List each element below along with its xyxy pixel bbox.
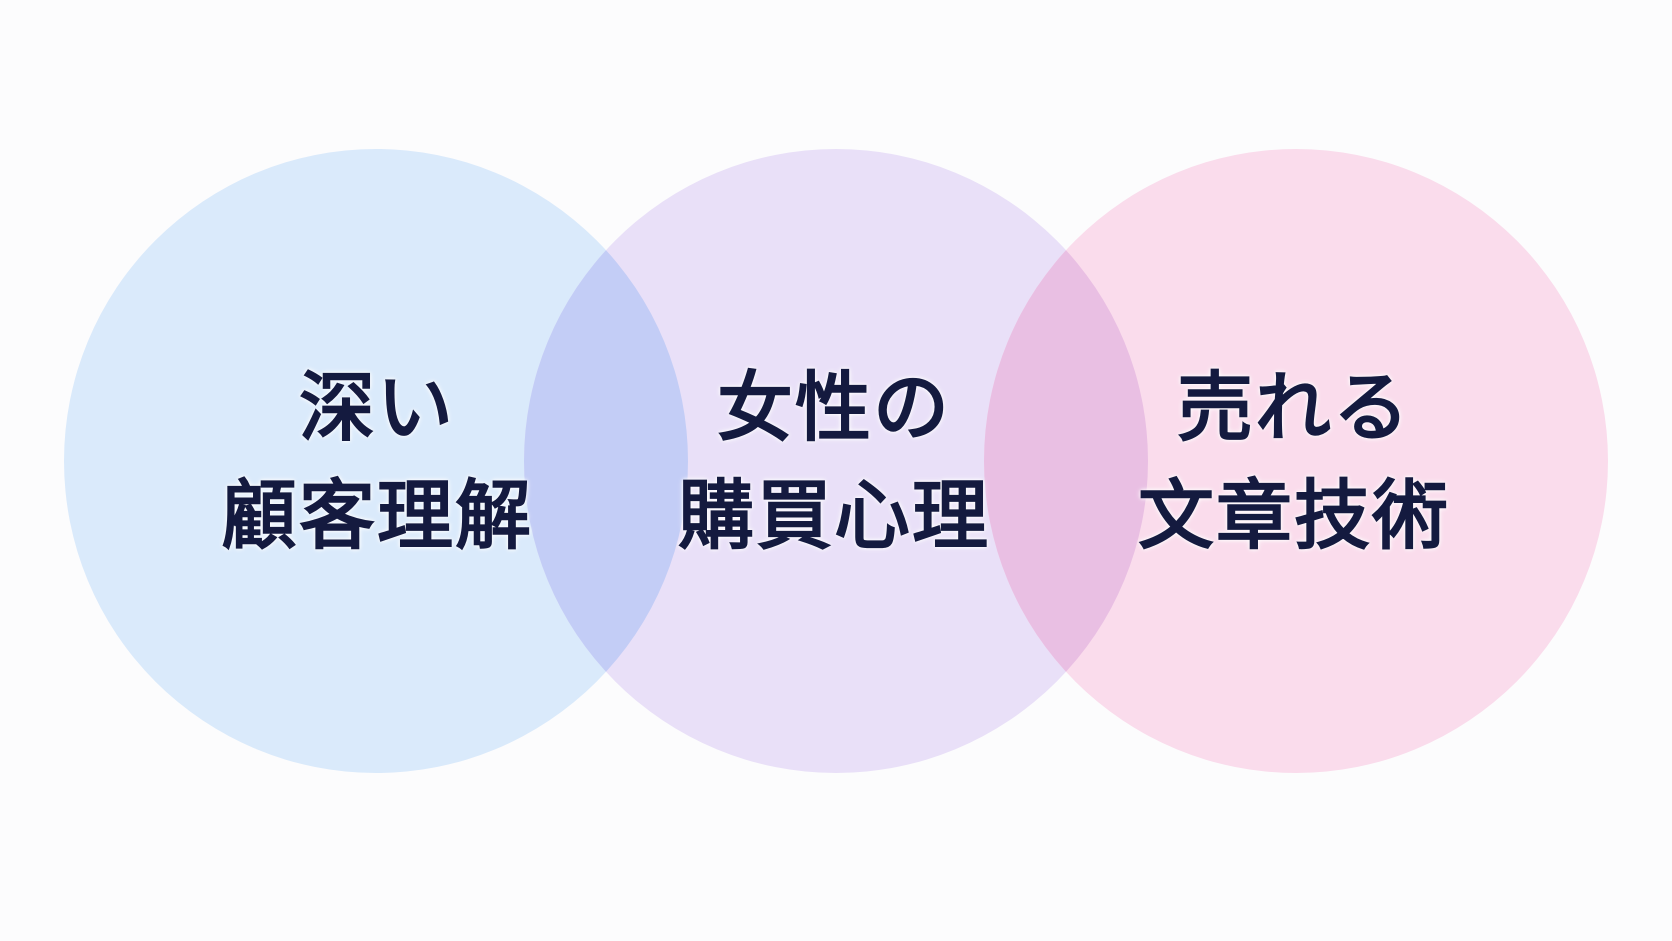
- label-line: 購買心理: [678, 471, 990, 560]
- circle-deep-customer-understanding: [64, 149, 688, 773]
- label-selling-writing-skills: 売れる 文章技術: [1084, 354, 1504, 570]
- label-line: 女性の: [717, 363, 951, 452]
- circle-selling-writing-skills: [984, 149, 1608, 773]
- label-line: 深い: [299, 363, 455, 452]
- label-line: 売れる: [1177, 363, 1411, 452]
- label-female-buying-psychology: 女性の 購買心理: [624, 354, 1044, 570]
- label-line: 文章技術: [1138, 471, 1450, 560]
- circle-female-buying-psychology: [524, 149, 1148, 773]
- label-deep-customer-understanding: 深い 顧客理解: [167, 354, 587, 570]
- label-line: 顧客理解: [221, 471, 533, 560]
